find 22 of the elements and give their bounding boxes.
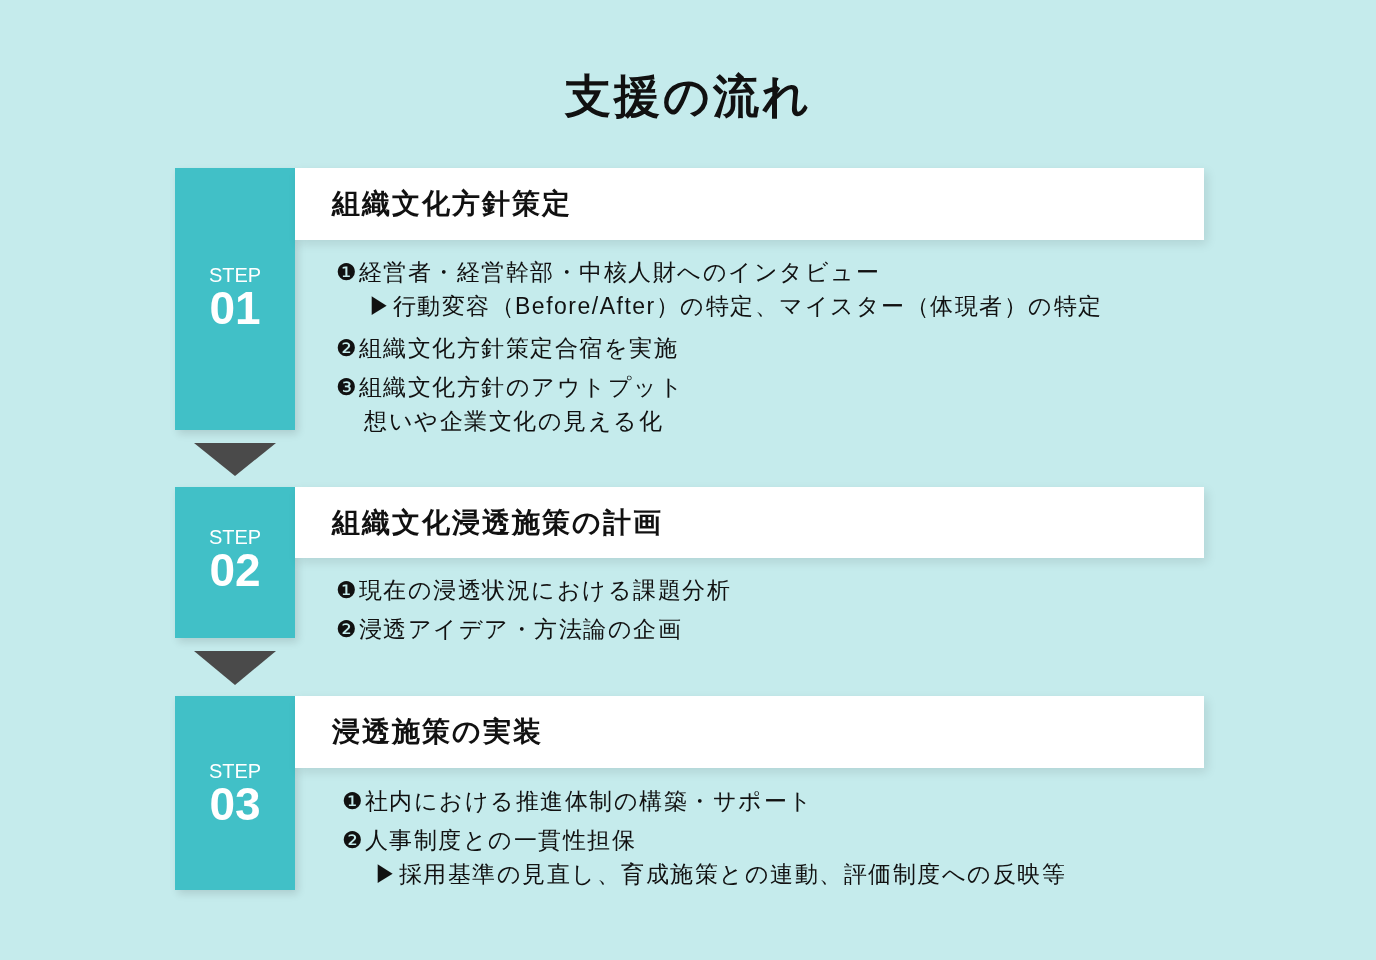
list-item: ❶経営者・経営幹部・中核人財へのインタビュー — [336, 258, 880, 287]
list-item: ❷浸透アイデア・方法論の企画 — [336, 615, 682, 644]
heading-bar — [295, 168, 1204, 240]
step-heading: 組織文化浸透施策の計画 — [332, 505, 663, 540]
list-item: ❶現在の浸透状況における課題分析 — [336, 576, 731, 605]
sub-item: ▶行動変容（Before/After）の特定、マイスター（体現者）の特定 — [368, 292, 1103, 321]
step-tab — [175, 696, 295, 890]
step-tab — [175, 168, 295, 430]
list-item: ❷組織文化方針策定合宿を実施 — [336, 334, 678, 363]
step-tab — [175, 487, 295, 638]
step-heading: 浸透施策の実装 — [332, 715, 543, 749]
sub-item: ▶採用基準の見直し、育成施策との連動、評価制度への反映等 — [374, 860, 1066, 889]
list-item: ❸組織文化方針のアウトプット — [336, 373, 684, 402]
title: 支援の流れ — [564, 70, 812, 122]
sub-item: 想いや企業文化の見える化 — [364, 407, 663, 436]
list-item: ❷人事制度との一貫性担保 — [342, 826, 636, 855]
down-arrow — [194, 651, 276, 685]
heading-bar — [295, 487, 1204, 558]
step-heading: 組織文化方針策定 — [332, 187, 572, 221]
down-arrow — [194, 443, 276, 476]
list-item: ❶社内における推進体制の構築・サポート — [342, 787, 814, 816]
heading-bar — [295, 696, 1204, 768]
